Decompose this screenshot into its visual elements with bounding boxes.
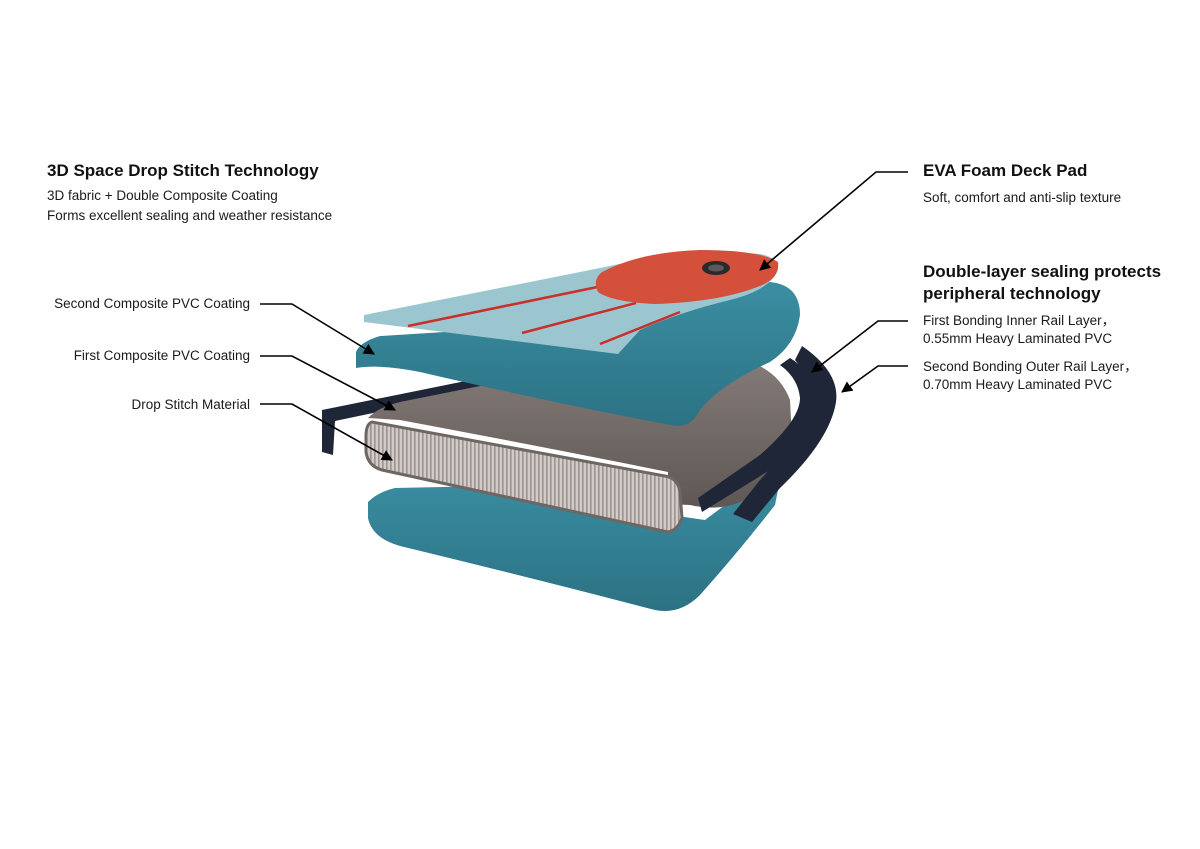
sealing-heading-line2: peripheral technology (923, 284, 1101, 303)
leader-outer-rail (841, 365, 908, 393)
deck-stripe-3 (599, 310, 681, 346)
valve-center (708, 264, 724, 272)
leader-inner-rail (811, 320, 908, 373)
callout-outer-rail-line2: 0.70mm Heavy Laminated PVC (923, 377, 1113, 392)
deck-stripe-1 (407, 282, 613, 328)
eva-heading-line1: Soft, comfort and anti-slip texture (923, 190, 1122, 205)
outer-rail-right (733, 346, 837, 522)
leader-eva-pad (759, 171, 908, 271)
eva-heading-title: EVA Foam Deck Pad (923, 161, 1088, 180)
left-heading-title: 3D Space Drop Stitch Technology (47, 161, 319, 180)
bottom-pvc-shell (368, 470, 782, 611)
left-heading-line2: Forms excellent sealing and weather resi… (47, 208, 333, 223)
callout-inner-rail-line1: First Bonding Inner Rail Layer， (923, 313, 1116, 328)
leader-drop-stitch (260, 403, 393, 461)
eva-foam-pad (595, 250, 779, 304)
callout-first-pvc: First Composite PVC Coating (73, 348, 250, 363)
sealing-heading-line1: Double-layer sealing protects (923, 262, 1162, 281)
left-heading-line1: 3D fabric + Double Composite Coating (47, 188, 278, 203)
drop-stitch-front-face (364, 420, 684, 534)
top-pvc-shell (356, 282, 800, 426)
callout-inner-rail-line2: 0.55mm Heavy Laminated PVC (923, 331, 1113, 346)
callout-outer-rail-line1: Second Bonding Outer Rail Layer， (923, 359, 1138, 374)
callout-second-pvc: Second Composite PVC Coating (54, 296, 250, 311)
leader-second-pvc (260, 303, 375, 355)
leader-first-pvc (260, 355, 396, 411)
deck-stripe-2 (521, 301, 637, 335)
callout-drop-stitch: Drop Stitch Material (131, 397, 250, 412)
